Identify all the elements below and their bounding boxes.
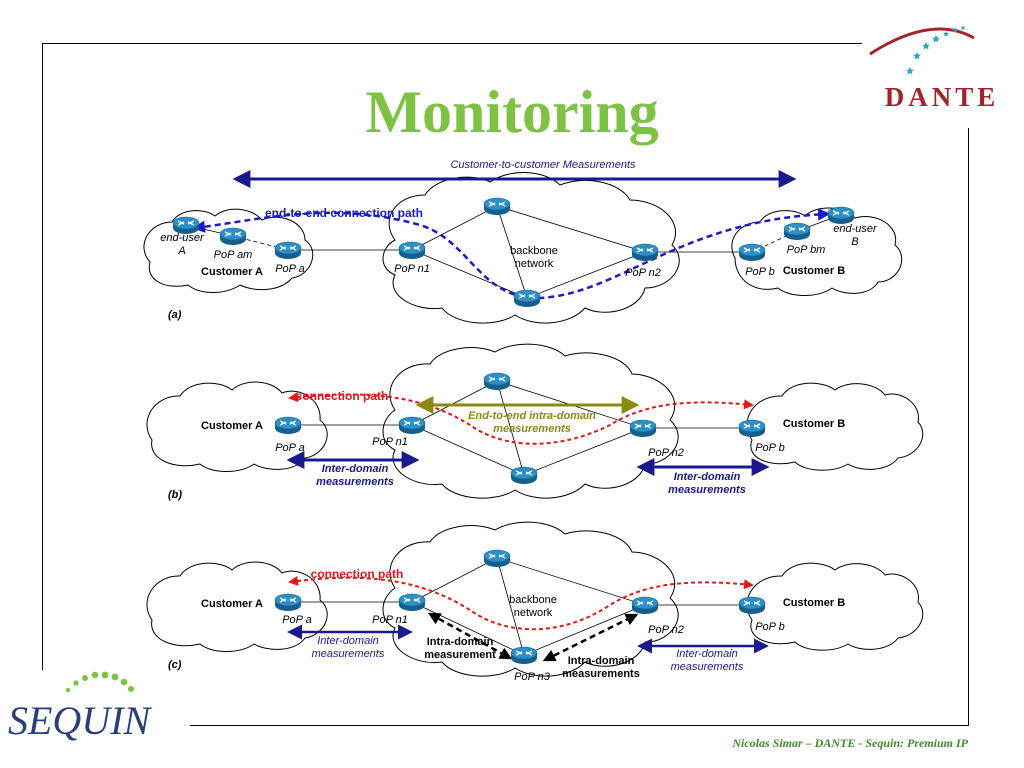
dots-arc-icon bbox=[65, 671, 134, 693]
cloud-customer-a bbox=[146, 381, 328, 472]
pop-n2-label: PoP n2 bbox=[648, 624, 684, 636]
router-backbone-bottom-icon bbox=[510, 466, 538, 485]
router-pop-n2-icon bbox=[629, 419, 657, 438]
router-pop-n1-icon bbox=[398, 241, 426, 260]
router-pop-bm-icon bbox=[783, 222, 811, 241]
pop-n3-label: PoP n3 bbox=[514, 671, 551, 683]
star-icons bbox=[906, 25, 966, 75]
connection-path-b bbox=[288, 392, 754, 445]
end-to-end-path-label: end-to-end connection path bbox=[265, 206, 423, 220]
router-pop-b-icon bbox=[738, 243, 766, 262]
connection-path-label: connection path bbox=[311, 567, 404, 581]
panel-a-label: (a) bbox=[168, 309, 182, 321]
pop-b-label: PoP b bbox=[755, 621, 785, 633]
pop-b-label: PoP b bbox=[745, 266, 775, 278]
router-pop-n2-icon bbox=[631, 596, 659, 615]
sequin-logo-text: SEQUIN bbox=[8, 698, 153, 743]
pop-n1-label: PoP n1 bbox=[372, 614, 408, 626]
dante-logo-text: DANTE bbox=[885, 82, 1000, 112]
pop-n2-label: PoP n2 bbox=[625, 267, 661, 279]
footer-credit: Nicolas Simar – DANTE - Sequin: Premium … bbox=[732, 736, 968, 750]
pop-n2-label: PoP n2 bbox=[648, 447, 684, 459]
router-pop-n1-icon bbox=[398, 593, 426, 612]
slide-frame-right bbox=[968, 128, 969, 726]
panel-c-label: (c) bbox=[168, 659, 182, 671]
sequin-logo: SEQUIN bbox=[8, 671, 153, 743]
dante-logo: DANTE bbox=[869, 25, 1000, 112]
router-pop-n3-icon bbox=[510, 646, 538, 665]
slide-title: Monitoring bbox=[365, 79, 659, 145]
router-pop-n1-icon bbox=[398, 416, 426, 435]
pop-a-label: PoP a bbox=[282, 614, 312, 626]
router-pop-a-icon bbox=[274, 241, 302, 260]
cloud-customer-b bbox=[746, 562, 924, 651]
customer-b-label: Customer B bbox=[783, 597, 845, 609]
customer-a-label: Customer A bbox=[201, 266, 263, 278]
router-pop-b-icon bbox=[738, 419, 766, 438]
cloud-customer-a bbox=[146, 561, 328, 652]
router-end-user-b-icon bbox=[827, 206, 855, 225]
end-to-end-path-a bbox=[192, 208, 831, 300]
cloud-customer-b bbox=[746, 382, 924, 471]
customer-b-label: Customer B bbox=[783, 418, 845, 430]
connection-path-c bbox=[288, 575, 754, 631]
pop-bm-label: PoP bm bbox=[787, 244, 826, 256]
pop-n1-label: PoP n1 bbox=[394, 263, 430, 275]
router-pop-n2-icon bbox=[631, 243, 659, 262]
slide-frame-bottom bbox=[190, 725, 969, 726]
intra-domain-arrow-right bbox=[542, 613, 639, 662]
customer-a-label: Customer A bbox=[201, 598, 263, 610]
panel-a: Customer-to-customer Measurements end-to… bbox=[143, 159, 903, 324]
router-pop-am-icon bbox=[219, 227, 247, 246]
slide-frame-left bbox=[42, 43, 43, 670]
customer-b-label: Customer B bbox=[783, 265, 845, 277]
intra-domain-arrow-left bbox=[427, 612, 513, 660]
cloud-backbone bbox=[382, 343, 679, 499]
slide-frame-top bbox=[42, 43, 862, 44]
router-backbone-bottom-icon bbox=[513, 289, 541, 308]
panel-b-label: (b) bbox=[168, 489, 182, 501]
pop-a-label: PoP a bbox=[275, 442, 305, 454]
router-pop-b-icon bbox=[738, 596, 766, 615]
router-backbone-top-icon bbox=[483, 372, 511, 391]
pop-am-label: PoP am bbox=[214, 249, 253, 261]
customer-measurement-label: Customer-to-customer Measurements bbox=[450, 159, 636, 171]
customer-a-label: Customer A bbox=[201, 420, 263, 432]
pop-n1-label: PoP n1 bbox=[372, 436, 408, 448]
router-pop-a-icon bbox=[274, 416, 302, 435]
connection-path-label: connection path bbox=[296, 389, 389, 403]
pop-b-label: PoP b bbox=[755, 442, 785, 454]
router-backbone-top-icon bbox=[483, 197, 511, 216]
router-pop-a-icon bbox=[274, 593, 302, 612]
pop-a-label: PoP a bbox=[275, 263, 305, 275]
router-backbone-top-icon bbox=[483, 549, 511, 568]
